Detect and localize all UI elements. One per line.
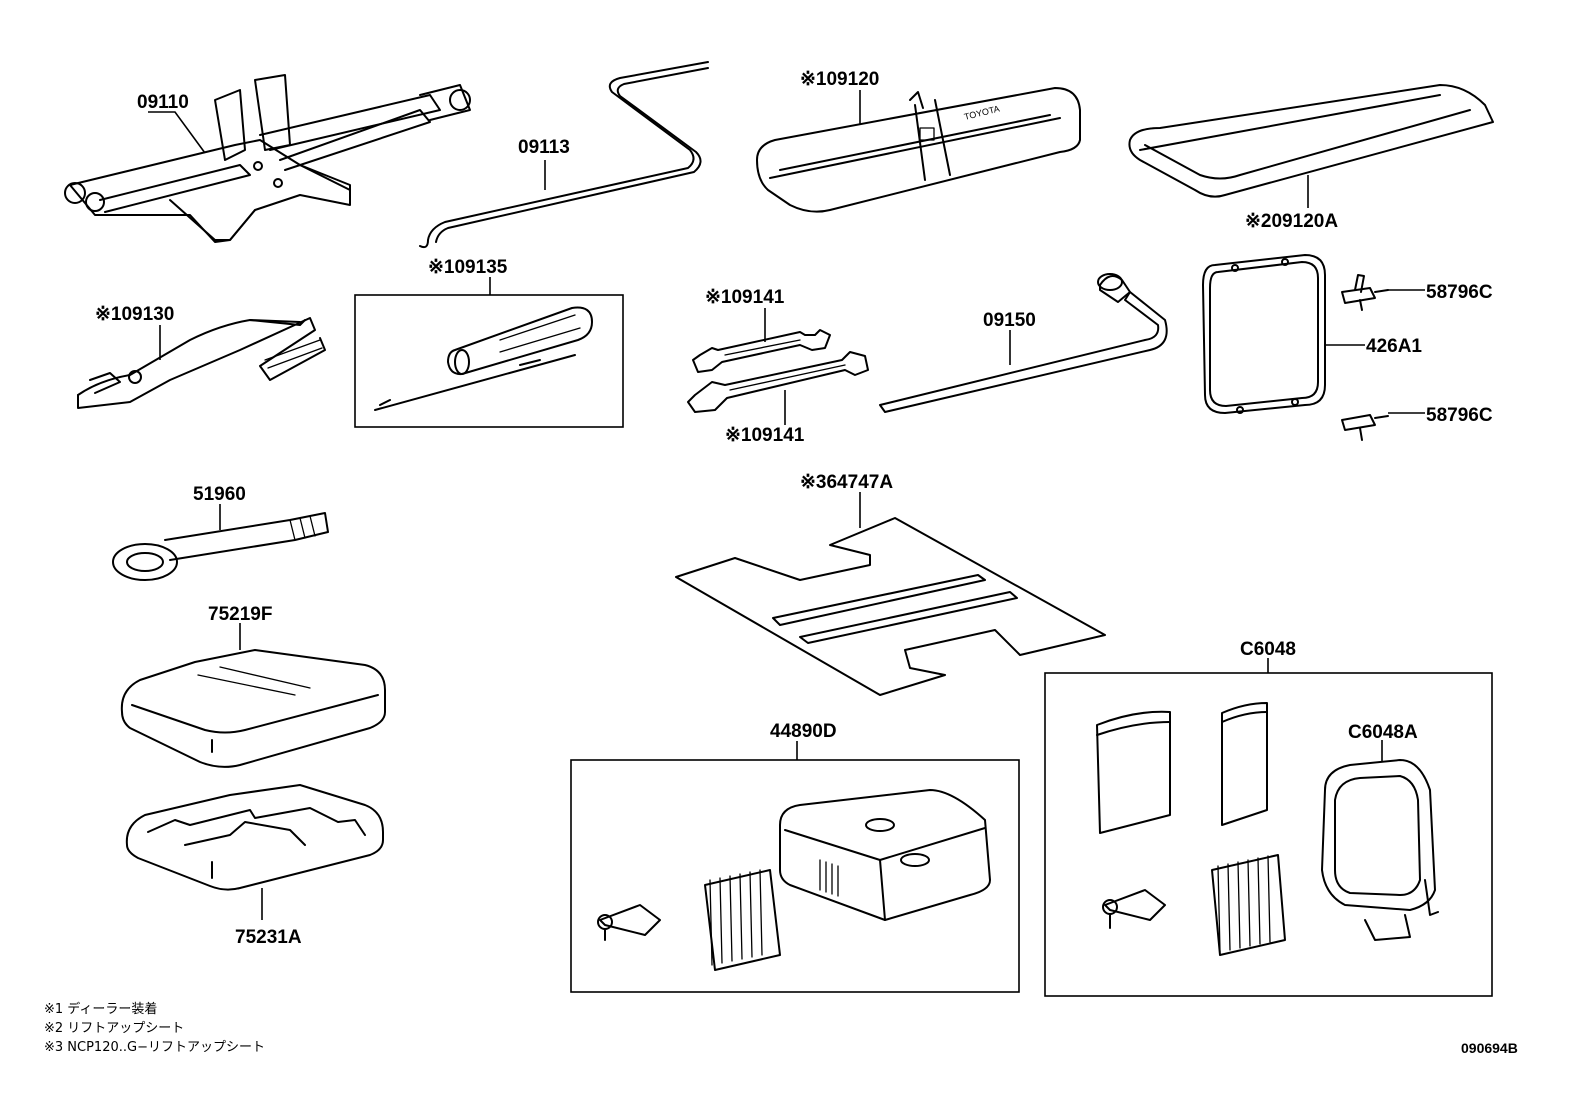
footnotes: ※1 ディーラー装着 ※2 リフトアップシート ※3 NCP120..G−リフト… xyxy=(44,1000,265,1057)
strap-drawing xyxy=(1202,254,1326,414)
label-jack-handle: 09113 xyxy=(518,137,570,158)
label-clip-bottom: 58796C xyxy=(1426,405,1493,426)
tool-bag-2-drawing xyxy=(1128,84,1494,198)
pliers-drawing xyxy=(77,317,326,409)
label-pliers: ※109130 xyxy=(95,304,174,325)
jack-handle-drawing xyxy=(419,61,709,249)
tool-bag-1-drawing xyxy=(756,87,1081,213)
jack-drawing xyxy=(64,74,471,243)
label-mat: ※364747A xyxy=(800,472,893,493)
clip-bottom-drawing xyxy=(1341,414,1389,441)
repair-kit-large-box xyxy=(1044,672,1493,997)
tray-lid-drawing xyxy=(120,649,386,768)
wrench-bottom-drawing xyxy=(687,351,869,413)
label-repair-kit-large: C6048 xyxy=(1240,639,1296,660)
footnote-3: ※3 NCP120..G−リフトアップシート xyxy=(44,1040,265,1055)
label-compressor: C6048A xyxy=(1348,722,1418,743)
tray-base-drawing xyxy=(125,784,384,891)
wrench-top-drawing xyxy=(692,329,831,373)
label-tray-base: 75231A xyxy=(235,927,302,948)
document-code: 090694B xyxy=(1461,1040,1518,1056)
label-wrench-top: ※109141 xyxy=(705,287,785,308)
screwdriver-drawing xyxy=(374,306,593,411)
repair-kit-small-box xyxy=(570,759,1020,993)
screwdriver-box xyxy=(354,294,624,428)
mat-drawing xyxy=(675,517,1106,696)
label-towing-eye: 51960 xyxy=(193,484,246,505)
towing-eye-drawing xyxy=(112,512,329,581)
label-jack: 09110 xyxy=(137,92,189,113)
clip-top-drawing xyxy=(1341,274,1389,311)
label-wrench-bottom: ※109141 xyxy=(725,425,805,446)
label-tray-lid: 75219F xyxy=(208,604,272,625)
repair-kit-large-contents xyxy=(1096,702,1439,956)
label-repair-kit-small: 44890D xyxy=(770,721,837,742)
footnote-1: ※1 ディーラー装着 xyxy=(44,1002,158,1017)
label-strap: 426A1 xyxy=(1366,336,1422,357)
label-lug-wrench: 09150 xyxy=(983,310,1036,331)
footnote-2: ※2 リフトアップシート xyxy=(44,1021,185,1036)
repair-kit-small-contents xyxy=(597,789,991,971)
label-tool-bag-2: ※209120A xyxy=(1245,211,1338,232)
lug-wrench-drawing xyxy=(879,273,1168,413)
label-clip-top: 58796C xyxy=(1426,282,1493,303)
label-tool-bag-1: ※109120 xyxy=(800,69,879,90)
label-screwdriver: ※109135 xyxy=(428,257,508,278)
tool-bag-print: TOYOTA xyxy=(963,103,1001,121)
